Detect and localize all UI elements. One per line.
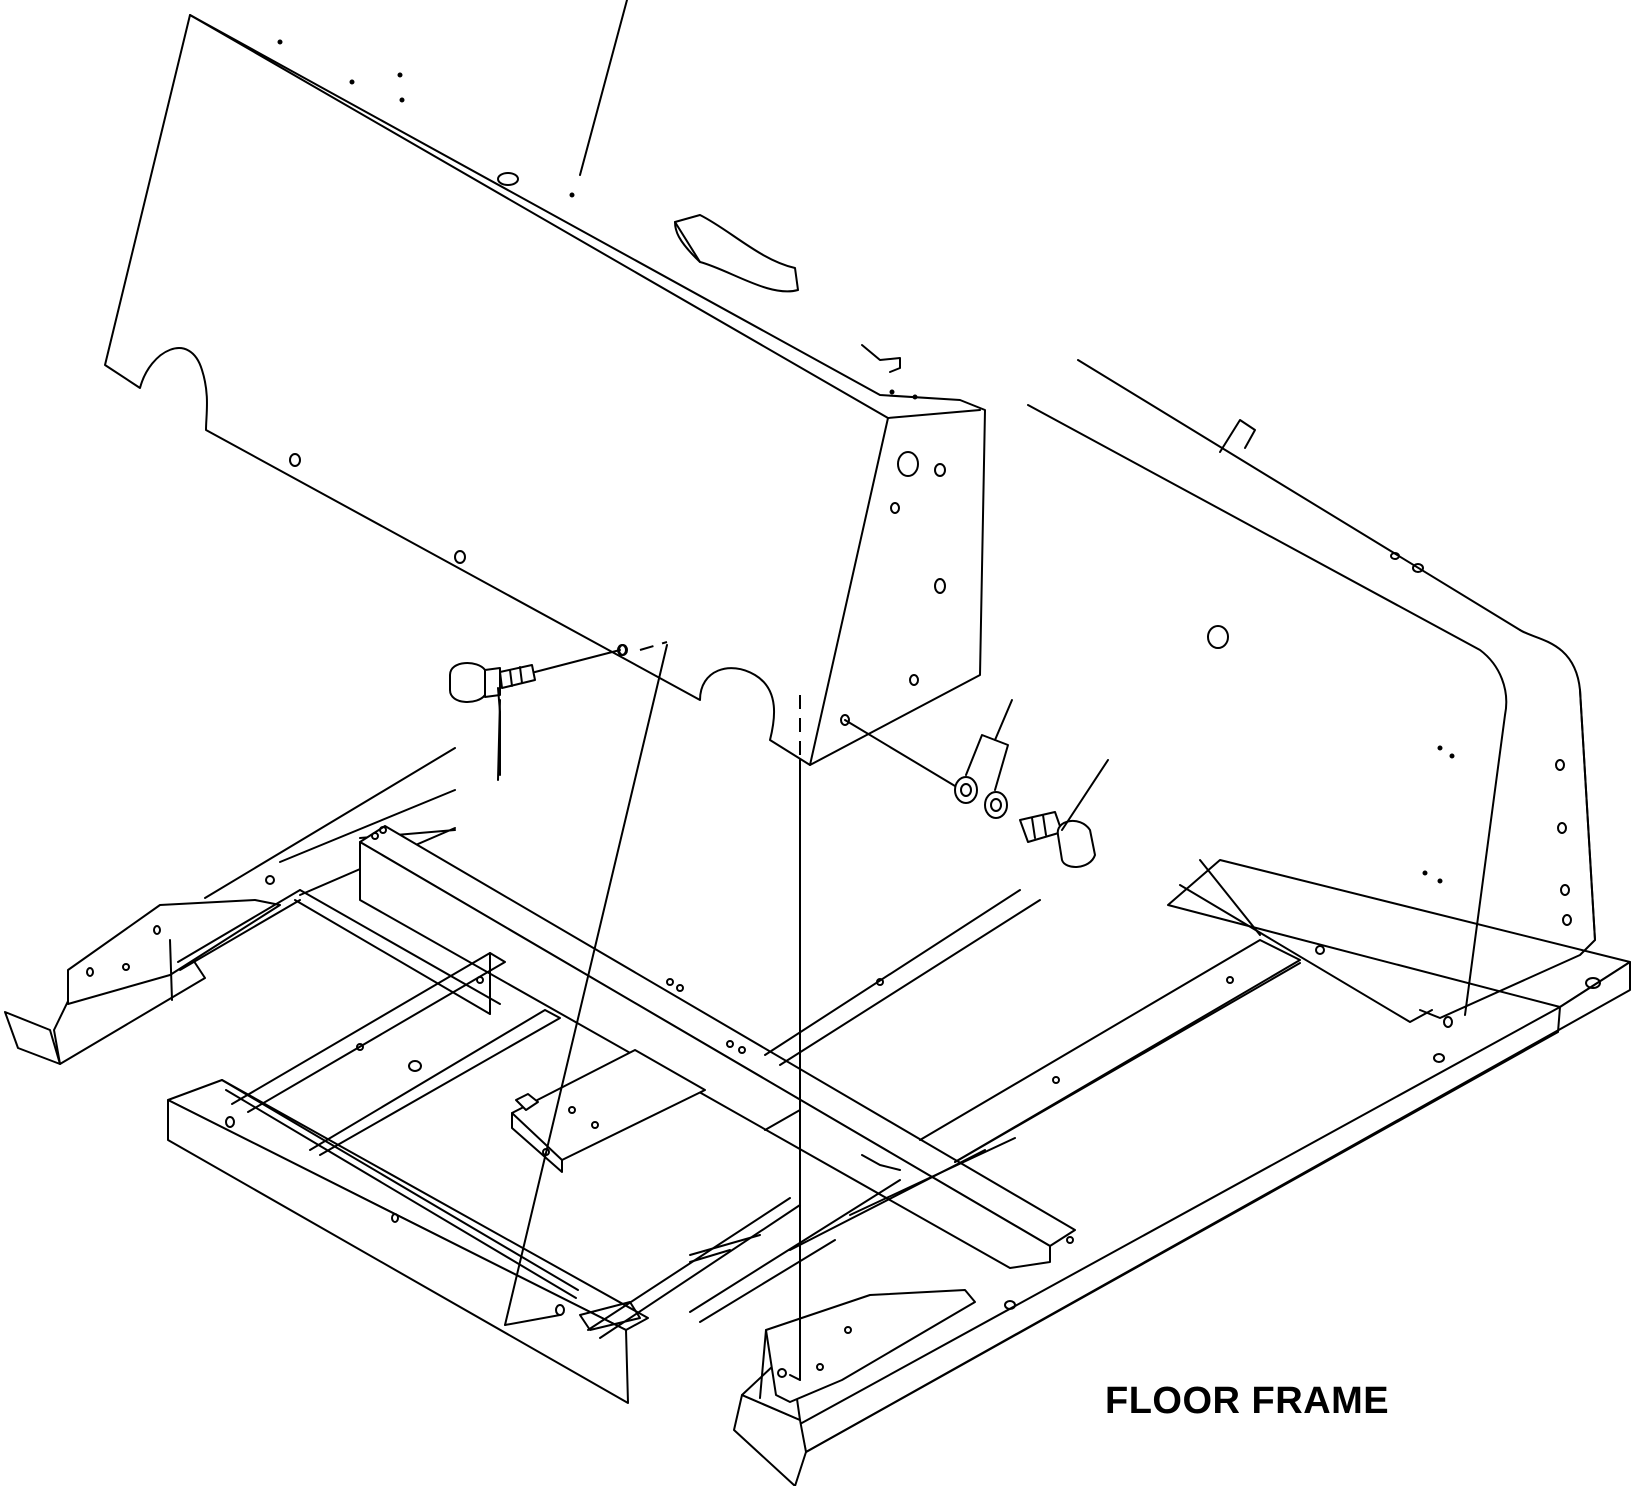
right-front-end-cap [733, 1289, 976, 1486]
centre-beam [359, 825, 1076, 1269]
washers-and-bolt-right [840, 699, 1109, 868]
floor-frame [4, 747, 1631, 1486]
centre-mounting-plate [511, 1049, 706, 1173]
bolt-left [449, 644, 628, 776]
diagram-caption: FLOOR FRAME [1105, 1380, 1390, 1422]
cross-members [231, 859, 1325, 1251]
alignment-lines [504, 641, 801, 1381]
left-rear-bracket [4, 875, 301, 1065]
leader-line-bolt-left [497, 699, 501, 781]
right-side-rail [799, 859, 1631, 1453]
right-standing-panel [1027, 359, 1596, 1028]
left-raised-panel [104, 0, 986, 766]
